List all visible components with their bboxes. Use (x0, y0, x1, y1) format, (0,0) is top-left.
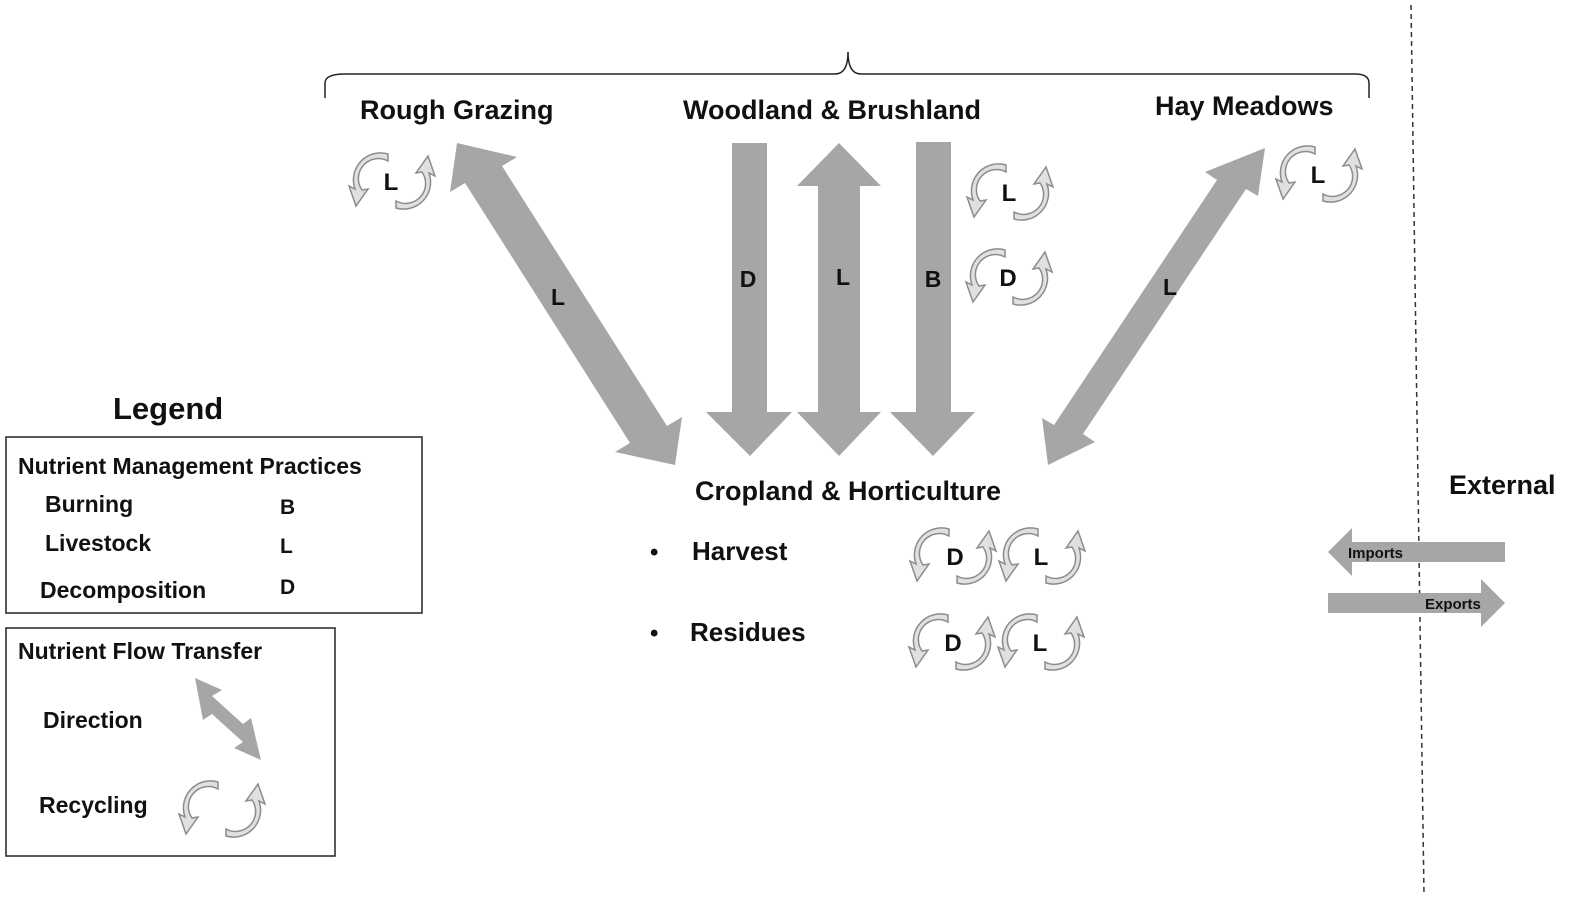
arrow-rough-grazing-double (450, 143, 682, 465)
legend-practice-code: B (280, 496, 295, 519)
arrow-woodland-down-b (890, 142, 975, 456)
legend-title: Legend (113, 391, 223, 426)
arrow-exports (1328, 579, 1505, 627)
legend-practice-code: L (280, 535, 293, 558)
arrow-label-wood-d: D (740, 266, 757, 292)
region-rough-grazing: Rough Grazing (360, 95, 553, 125)
legend-practices-box (5, 436, 423, 614)
cycle-label-harvest-1: D (946, 544, 963, 571)
cycle-label-hay: L (1311, 162, 1326, 189)
cropland-item-residues: Residues (690, 617, 806, 647)
arrow-label-wood-l: L (836, 264, 850, 290)
bullet-icon: • (650, 620, 658, 647)
arrow-hay-meadows-double (1042, 148, 1265, 465)
cycle-label-residues-1: D (944, 630, 961, 657)
cycle-label-rough: L (384, 169, 399, 196)
legend-recycling-label: Recycling (39, 792, 148, 818)
region-cropland: Cropland & Horticulture (695, 476, 1001, 506)
external-divider (1410, 4, 1425, 896)
arrow-woodland-down-d (706, 143, 792, 456)
region-hay-meadows: Hay Meadows (1155, 91, 1334, 121)
legend-recycling-icon (178, 780, 266, 838)
cycle-label-residues-2: L (1033, 630, 1048, 657)
bullet-icon: • (650, 539, 658, 566)
legend-flow-title: Nutrient Flow Transfer (18, 638, 262, 664)
arrow-label-hay: L (1163, 274, 1177, 300)
legend-practice-name: Burning (45, 491, 133, 517)
legend-direction-label: Direction (43, 707, 143, 733)
cropland-item-harvest: Harvest (692, 536, 788, 566)
legend-practice-code: D (280, 576, 295, 599)
cycle-label-harvest-2: L (1034, 544, 1049, 571)
region-woodland: Woodland & Brushland (683, 95, 981, 125)
cycle-label-wood-1: L (1002, 180, 1017, 207)
arrow-woodland-double-l (797, 143, 881, 456)
legend-flow-box (5, 627, 336, 857)
arrow-imports (1328, 528, 1505, 576)
arrow-label-rough: L (551, 284, 565, 310)
arrow-label-wood-b: B (925, 266, 942, 292)
legend-practice-name: Decomposition (40, 577, 206, 603)
cycle-label-wood-2: D (999, 265, 1016, 292)
legend-direction-arrow-icon (195, 678, 261, 760)
external-title: External (1449, 470, 1556, 500)
legend-practice-name: Livestock (45, 530, 151, 556)
top-brace (324, 51, 1370, 98)
legend-practices-title: Nutrient Management Practices (18, 453, 362, 479)
exports-label: Exports (1425, 596, 1481, 613)
imports-label: Imports (1348, 545, 1403, 562)
